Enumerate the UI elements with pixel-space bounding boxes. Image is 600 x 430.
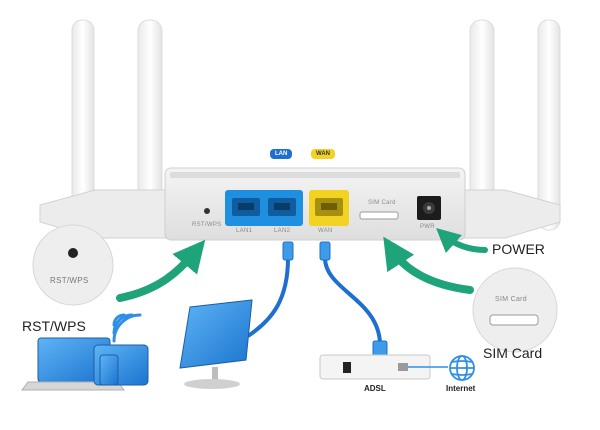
wan-port-block <box>309 190 349 226</box>
rst-wps-port-label: RST/WPS <box>192 222 222 228</box>
lan2-port-label: LAN2 <box>274 228 291 234</box>
globe-icon <box>449 355 475 381</box>
wan-port-label: WAN <box>318 228 333 234</box>
adsl-label: ADSL <box>364 384 386 393</box>
phone-icon <box>99 354 119 386</box>
rst-wps-zoom-label: RST/WPS <box>50 276 89 285</box>
monitor-icon <box>179 299 253 389</box>
power-port[interactable] <box>417 196 441 220</box>
rst-wps-callout: RST/WPS <box>22 318 86 334</box>
sim-slot-label: SIM Card <box>368 200 396 206</box>
lan1-port-label: LAN1 <box>236 228 253 234</box>
rst-wps-zoom <box>32 224 114 306</box>
sim-zoom-label: SIM Card <box>495 296 527 303</box>
sim-card-callout: SIM Card <box>483 345 543 361</box>
rst-wps-button[interactable] <box>204 208 210 214</box>
internet-label: Internet <box>446 384 476 393</box>
lan-port-block <box>225 190 303 226</box>
lan-cable <box>246 241 294 338</box>
lan-badge: LAN <box>270 149 293 159</box>
arrow-sim <box>383 236 474 294</box>
antenna-right-outer <box>537 19 561 231</box>
sim-card-zoom <box>472 267 558 353</box>
arrow-power <box>436 227 488 253</box>
sim-card-slot[interactable] <box>359 211 399 220</box>
wifi-icon <box>112 313 142 343</box>
wan-badge: WAN <box>311 149 335 159</box>
wan-cable <box>319 241 388 358</box>
power-port-label: PWR <box>420 224 435 230</box>
arrow-rst <box>116 239 206 302</box>
power-callout: POWER <box>492 241 545 257</box>
